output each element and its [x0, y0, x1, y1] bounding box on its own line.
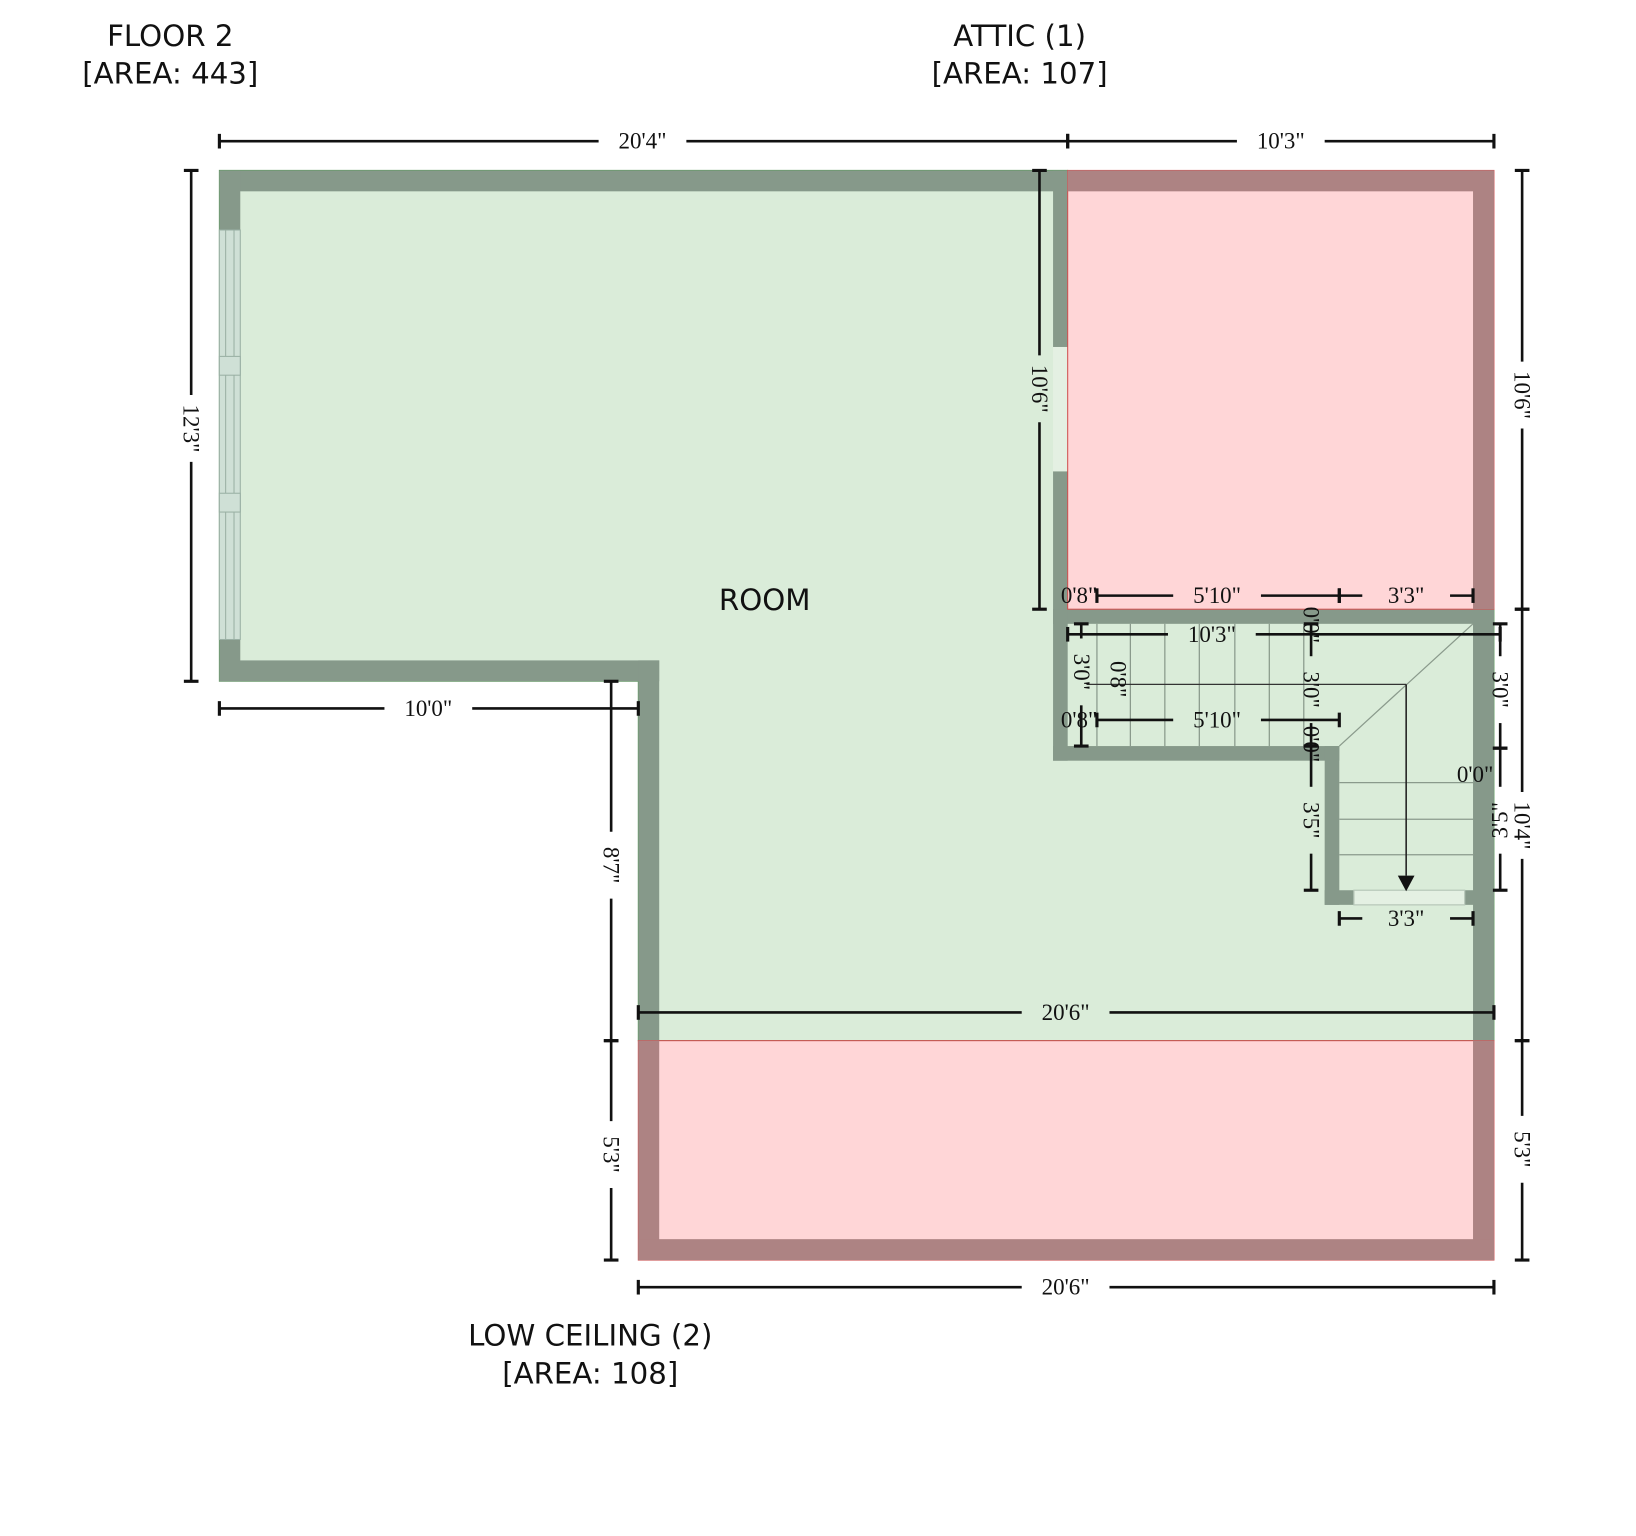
low-ceiling-floor — [637, 1040, 1495, 1261]
dimension-label: 5'3" — [1510, 1131, 1535, 1167]
dimension-lower-left-1: 8'7" — [599, 679, 624, 1043]
low-ceiling-wall — [638, 1239, 1494, 1261]
dimension-label: 10'3" — [1188, 622, 1236, 647]
room-label: ROOM — [719, 583, 811, 617]
dimension-stair-bottom: 3'3" — [1337, 906, 1475, 931]
dimension-label-stair-top-a: 0'8" — [1061, 583, 1097, 608]
staircase[interactable] — [1086, 623, 1474, 906]
dimension-right-1: 10'6" — [1510, 168, 1535, 611]
attic-wall — [1067, 170, 1494, 192]
attic-area: [AREA: 107] — [932, 57, 1108, 91]
dimension-label: 3'0" — [1299, 671, 1324, 707]
low-ceiling-wall — [638, 1040, 660, 1261]
dimension-label-stair-mid-a: 0'8" — [1061, 707, 1097, 732]
dimension-stair-top-c: 3'3" — [1337, 583, 1475, 608]
dimension-label: 10'6" — [1027, 365, 1052, 413]
dimension-label: 3'0" — [1069, 654, 1094, 690]
doorway — [1053, 346, 1068, 472]
dimension-label: 20'6" — [1042, 1000, 1090, 1025]
dimension-label: 20'4" — [619, 129, 667, 154]
dimension-right-2: 10'4" — [1510, 607, 1535, 1043]
dimension-stair-v2: 3'5" — [1299, 744, 1324, 892]
low-ceiling-title: LOW CEILING (2) — [468, 1319, 712, 1353]
dimension-inner-height: 10'6" — [1027, 168, 1052, 611]
dimension-left-bottom: 10'0" — [217, 696, 640, 721]
dimension-left-height: 12'3" — [179, 168, 204, 683]
dimension-label: 10'4" — [1510, 801, 1535, 849]
dimension-label: 8'7" — [599, 847, 624, 883]
floor-title: FLOOR 2 — [107, 19, 233, 53]
dimension-label-stair-left-b: 0'8" — [1105, 661, 1130, 697]
dimension-label: 5'10" — [1193, 583, 1241, 608]
dimension-top-attic: 10'3" — [1066, 129, 1496, 154]
dimension-right-3: 5'3" — [1510, 1039, 1535, 1262]
dimension-top-main: 20'4" — [217, 129, 1070, 154]
dimension-label: 5'10" — [1193, 707, 1241, 732]
low-ceiling-area: [AREA: 108] — [502, 1356, 678, 1390]
dimension-label: 3'5" — [1488, 802, 1513, 838]
dimension-label: 5'3" — [599, 1136, 624, 1172]
low-ceiling-wall — [1473, 1040, 1494, 1261]
room[interactable]: ROOM — [218, 169, 1495, 1042]
dimension-stair-left-a: 3'0" — [1069, 622, 1094, 748]
attic-title: ATTIC (1) — [953, 19, 1086, 53]
dimension-lower-left-2: 5'3" — [599, 1039, 624, 1262]
dimension-label-stair-r0: 0'0" — [1457, 762, 1493, 787]
low-ceiling-area[interactable] — [637, 1040, 1495, 1261]
dimension-label: 10'6" — [1510, 371, 1535, 419]
dimension-label: 12'3" — [179, 404, 204, 452]
window — [218, 229, 241, 641]
dimension-label-stair-v0a: 0'0" — [1299, 607, 1324, 643]
dimension-stair-r2: 3'5" — [1488, 746, 1513, 892]
dimension-label: 3'0" — [1488, 671, 1513, 707]
dimension-lines: 20'4" 10'3" 12'3" 10'0" 8'7" 5'3" 20'6" 20'6" 10… — [179, 129, 1535, 1300]
dimension-label: 3'3" — [1388, 906, 1424, 931]
dimension-label: 3'5" — [1299, 802, 1324, 838]
dimension-label: 3'3" — [1388, 583, 1424, 608]
titles: FLOOR 2 [AREA: 443] ATTIC (1) [AREA: 107… — [82, 19, 1107, 1390]
dimension-label: 20'6" — [1042, 1275, 1090, 1300]
dimension-label-stair-v0b: 0'0" — [1299, 726, 1324, 762]
dimension-label: 10'3" — [1257, 129, 1305, 154]
dimension-label: 10'0" — [404, 696, 452, 721]
dimension-stair-v1: 3'0" — [1299, 622, 1324, 748]
floor-area: [AREA: 443] — [82, 57, 258, 91]
stair-arrow-icon — [1397, 875, 1415, 892]
dimension-stair-mid-b: 5'10" — [1095, 707, 1341, 732]
dimension-room-width: 20'6" — [636, 1000, 1496, 1025]
attic-wall — [1473, 170, 1494, 610]
attic-floor — [1067, 169, 1495, 610]
attic-area[interactable] — [1067, 169, 1495, 610]
dimension-bottom: 20'6" — [636, 1275, 1496, 1300]
